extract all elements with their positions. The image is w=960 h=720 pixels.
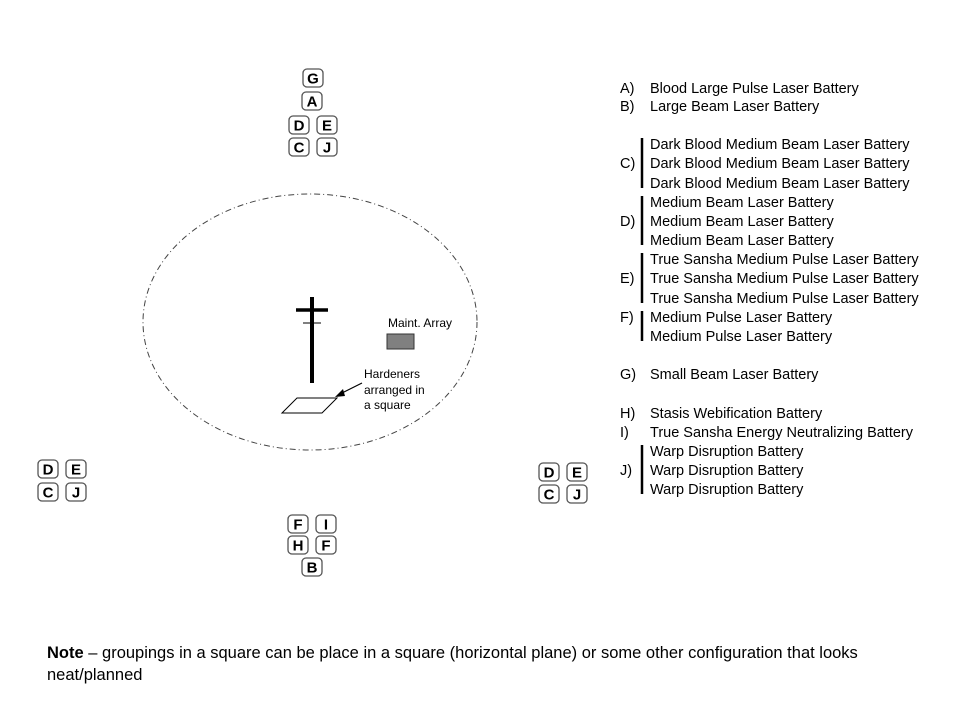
battery-badge-south: H (287, 535, 309, 555)
battery-badge-east: J (566, 484, 588, 504)
badge-letter: E (71, 462, 81, 479)
arrow-icon (335, 382, 363, 397)
badge-letter: B (307, 560, 318, 577)
battery-badge-north: J (316, 137, 338, 157)
legend-key: E) (620, 271, 635, 287)
legend-key: F) (620, 310, 634, 326)
badge-letter: H (293, 538, 304, 555)
legend-entry: I) True Sansha Energy Neutralizing Batter… (620, 425, 914, 441)
maint-array-icon (386, 333, 415, 350)
badge-letter: I (324, 517, 328, 534)
legend-entry: H) Stasis Webification Battery (620, 406, 823, 422)
legend-item: True Sansha Energy Neutralizing Battery (650, 425, 914, 441)
battery-badge-north: C (288, 137, 310, 157)
legend-item: Warp Disruption Battery (650, 444, 804, 460)
battery-badge-north: E (316, 115, 338, 135)
badge-letter: A (307, 94, 318, 111)
badge-letter: E (322, 118, 332, 135)
badge-letter: G (307, 71, 319, 88)
legend-item: Medium Beam Laser Battery (650, 214, 834, 230)
battery-badge-north: A (301, 91, 323, 111)
battery-badge-north: G (302, 68, 324, 88)
badge-letter: C (544, 487, 555, 504)
legend-item: True Sansha Medium Pulse Laser Battery (650, 252, 919, 268)
legend-entry: E) True Sansha Medium Pulse Laser Battery… (620, 252, 919, 307)
battery-badge-east: C (538, 484, 560, 504)
legend-item: Medium Beam Laser Battery (650, 233, 834, 249)
legend-item: Blood Large Pulse Laser Battery (650, 81, 860, 97)
badge-letter: C (43, 485, 54, 502)
legend-item: Dark Blood Medium Beam Laser Battery (650, 176, 910, 192)
note-bold: Note (47, 644, 84, 662)
legend-item: Dark Blood Medium Beam Laser Battery (650, 156, 910, 172)
badge-letter: C (294, 140, 305, 157)
badge-letter: D (43, 462, 54, 479)
legend-key: J) (620, 463, 632, 479)
badge-letter: J (573, 487, 581, 504)
legend-entry: G) Small Beam Laser Battery (620, 367, 819, 383)
battery-badge-east: D (538, 462, 560, 482)
badge-letter: E (572, 465, 582, 482)
maint-array-label: Maint. Array (388, 316, 452, 330)
legend-item: Small Beam Laser Battery (650, 367, 819, 383)
legend-entry: C)Dark Blood Medium Beam Laser BatteryDa… (620, 137, 910, 192)
range-circle (142, 193, 478, 451)
note-body: – groupings in a square can be place in … (47, 644, 858, 684)
legend-key: D) (620, 214, 635, 230)
legend-item: Medium Beam Laser Battery (650, 195, 834, 211)
legend-key: A) (620, 81, 635, 97)
legend-entry: A) Blood Large Pulse Laser Battery (620, 81, 860, 97)
legend-item: Medium Pulse Laser Battery (650, 310, 833, 326)
legend-key: C) (620, 156, 635, 172)
badge-letter: D (294, 118, 305, 135)
badge-letter: J (72, 485, 80, 502)
legend-item: Warp Disruption Battery (650, 463, 804, 479)
badge-letter: F (293, 517, 302, 534)
battery-badge-south: F (287, 514, 309, 534)
hardeners-label-2: arranged in (364, 383, 425, 397)
battery-badge-west: C (37, 482, 59, 502)
note-text: Note – groupings in a square can be plac… (47, 642, 937, 686)
hardeners-label-1: Hardeners (364, 367, 420, 381)
legend-key: I) (620, 425, 629, 441)
legend-item: Dark Blood Medium Beam Laser Battery (650, 137, 910, 153)
legend-key: G) (620, 367, 636, 383)
legend-item: Warp Disruption Battery (650, 482, 804, 498)
legend-item: Large Beam Laser Battery (650, 99, 820, 115)
legend-item: Stasis Webification Battery (650, 406, 823, 422)
hardeners-label-3: a square (364, 398, 411, 412)
battery-badge-north: D (288, 115, 310, 135)
legend-entry: B) Large Beam Laser Battery (620, 99, 820, 115)
badge-letter: D (544, 465, 555, 482)
badge-letter: F (321, 538, 330, 555)
legend-item: Medium Pulse Laser Battery (650, 329, 833, 345)
legend-key: B) (620, 99, 635, 115)
legend-item: True Sansha Medium Pulse Laser Battery (650, 291, 919, 307)
battery-badge-west: D (37, 459, 59, 479)
hardeners-square-icon (280, 397, 339, 414)
battery-badge-west: J (65, 482, 87, 502)
badge-letter: J (323, 140, 331, 157)
battery-badge-east: E (566, 462, 588, 482)
battery-badge-west: E (65, 459, 87, 479)
battery-badge-south: I (315, 514, 337, 534)
battery-badge-south: F (315, 535, 337, 555)
battery-badge-south: B (301, 557, 323, 577)
tower-icon (296, 297, 328, 383)
legend-key: H) (620, 406, 635, 422)
legend-item: True Sansha Medium Pulse Laser Battery (650, 271, 919, 287)
